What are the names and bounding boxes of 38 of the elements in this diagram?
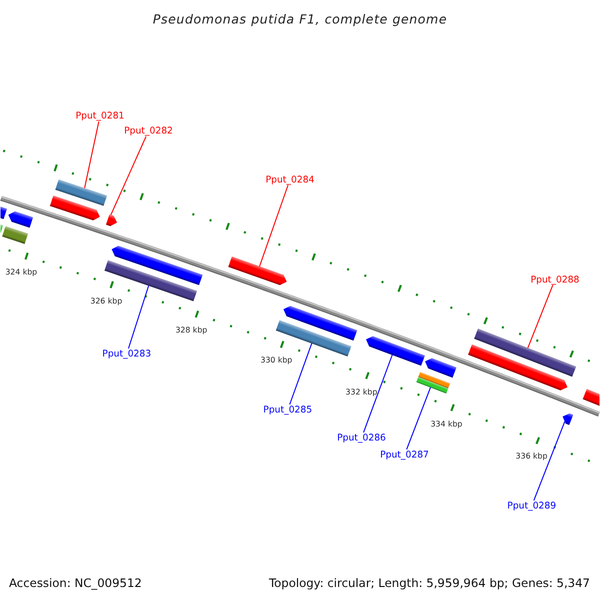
gene-label: Pput_0283 (102, 348, 152, 360)
leader-line (363, 354, 393, 433)
diagram-title: Pseudomonas putida F1, complete genome (152, 12, 448, 26)
gene-label: Pput_0289 (507, 500, 556, 512)
leader-line (128, 285, 150, 349)
gene-label: Pput_0281 (76, 110, 124, 122)
leader-line (527, 284, 554, 348)
gene-feature (50, 196, 100, 220)
feature-bar (0, 206, 8, 220)
leader-line (289, 342, 312, 405)
gene-feature (228, 256, 287, 286)
feature-bar (418, 372, 450, 388)
gene-feature (283, 306, 358, 341)
gene-feature (112, 246, 203, 286)
gene-feature (106, 214, 118, 226)
leader-line (110, 136, 147, 216)
gene-feature (468, 344, 568, 390)
gene-feature (562, 413, 574, 425)
feature-bar (276, 320, 352, 357)
gene-feature (425, 358, 456, 378)
genome-summary-label: Topology: circular; Length: 5,959,964 bp; Genes: 5,347 (268, 575, 590, 590)
feature-bar (55, 179, 108, 206)
gene-label: Pput_0288 (530, 274, 580, 286)
feature-bar (2, 226, 28, 244)
gene-label: Pput_0286 (337, 432, 386, 444)
gene-feature (366, 336, 425, 366)
gene-label: Pput_0285 (263, 404, 312, 416)
leader-line (259, 184, 289, 267)
gene-label: Pput_0282 (124, 125, 173, 137)
feature-bar (474, 328, 576, 377)
gene-label: Pput_0284 (266, 174, 314, 186)
feature-bar (0, 224, 4, 234)
feature-bar (416, 377, 448, 394)
leader-line (84, 121, 100, 188)
leader-line (533, 420, 566, 501)
feature-bar (582, 388, 600, 406)
accession-label: Accession: NC_009512 (9, 575, 142, 590)
gene-label: Pput_0287 (380, 449, 429, 461)
